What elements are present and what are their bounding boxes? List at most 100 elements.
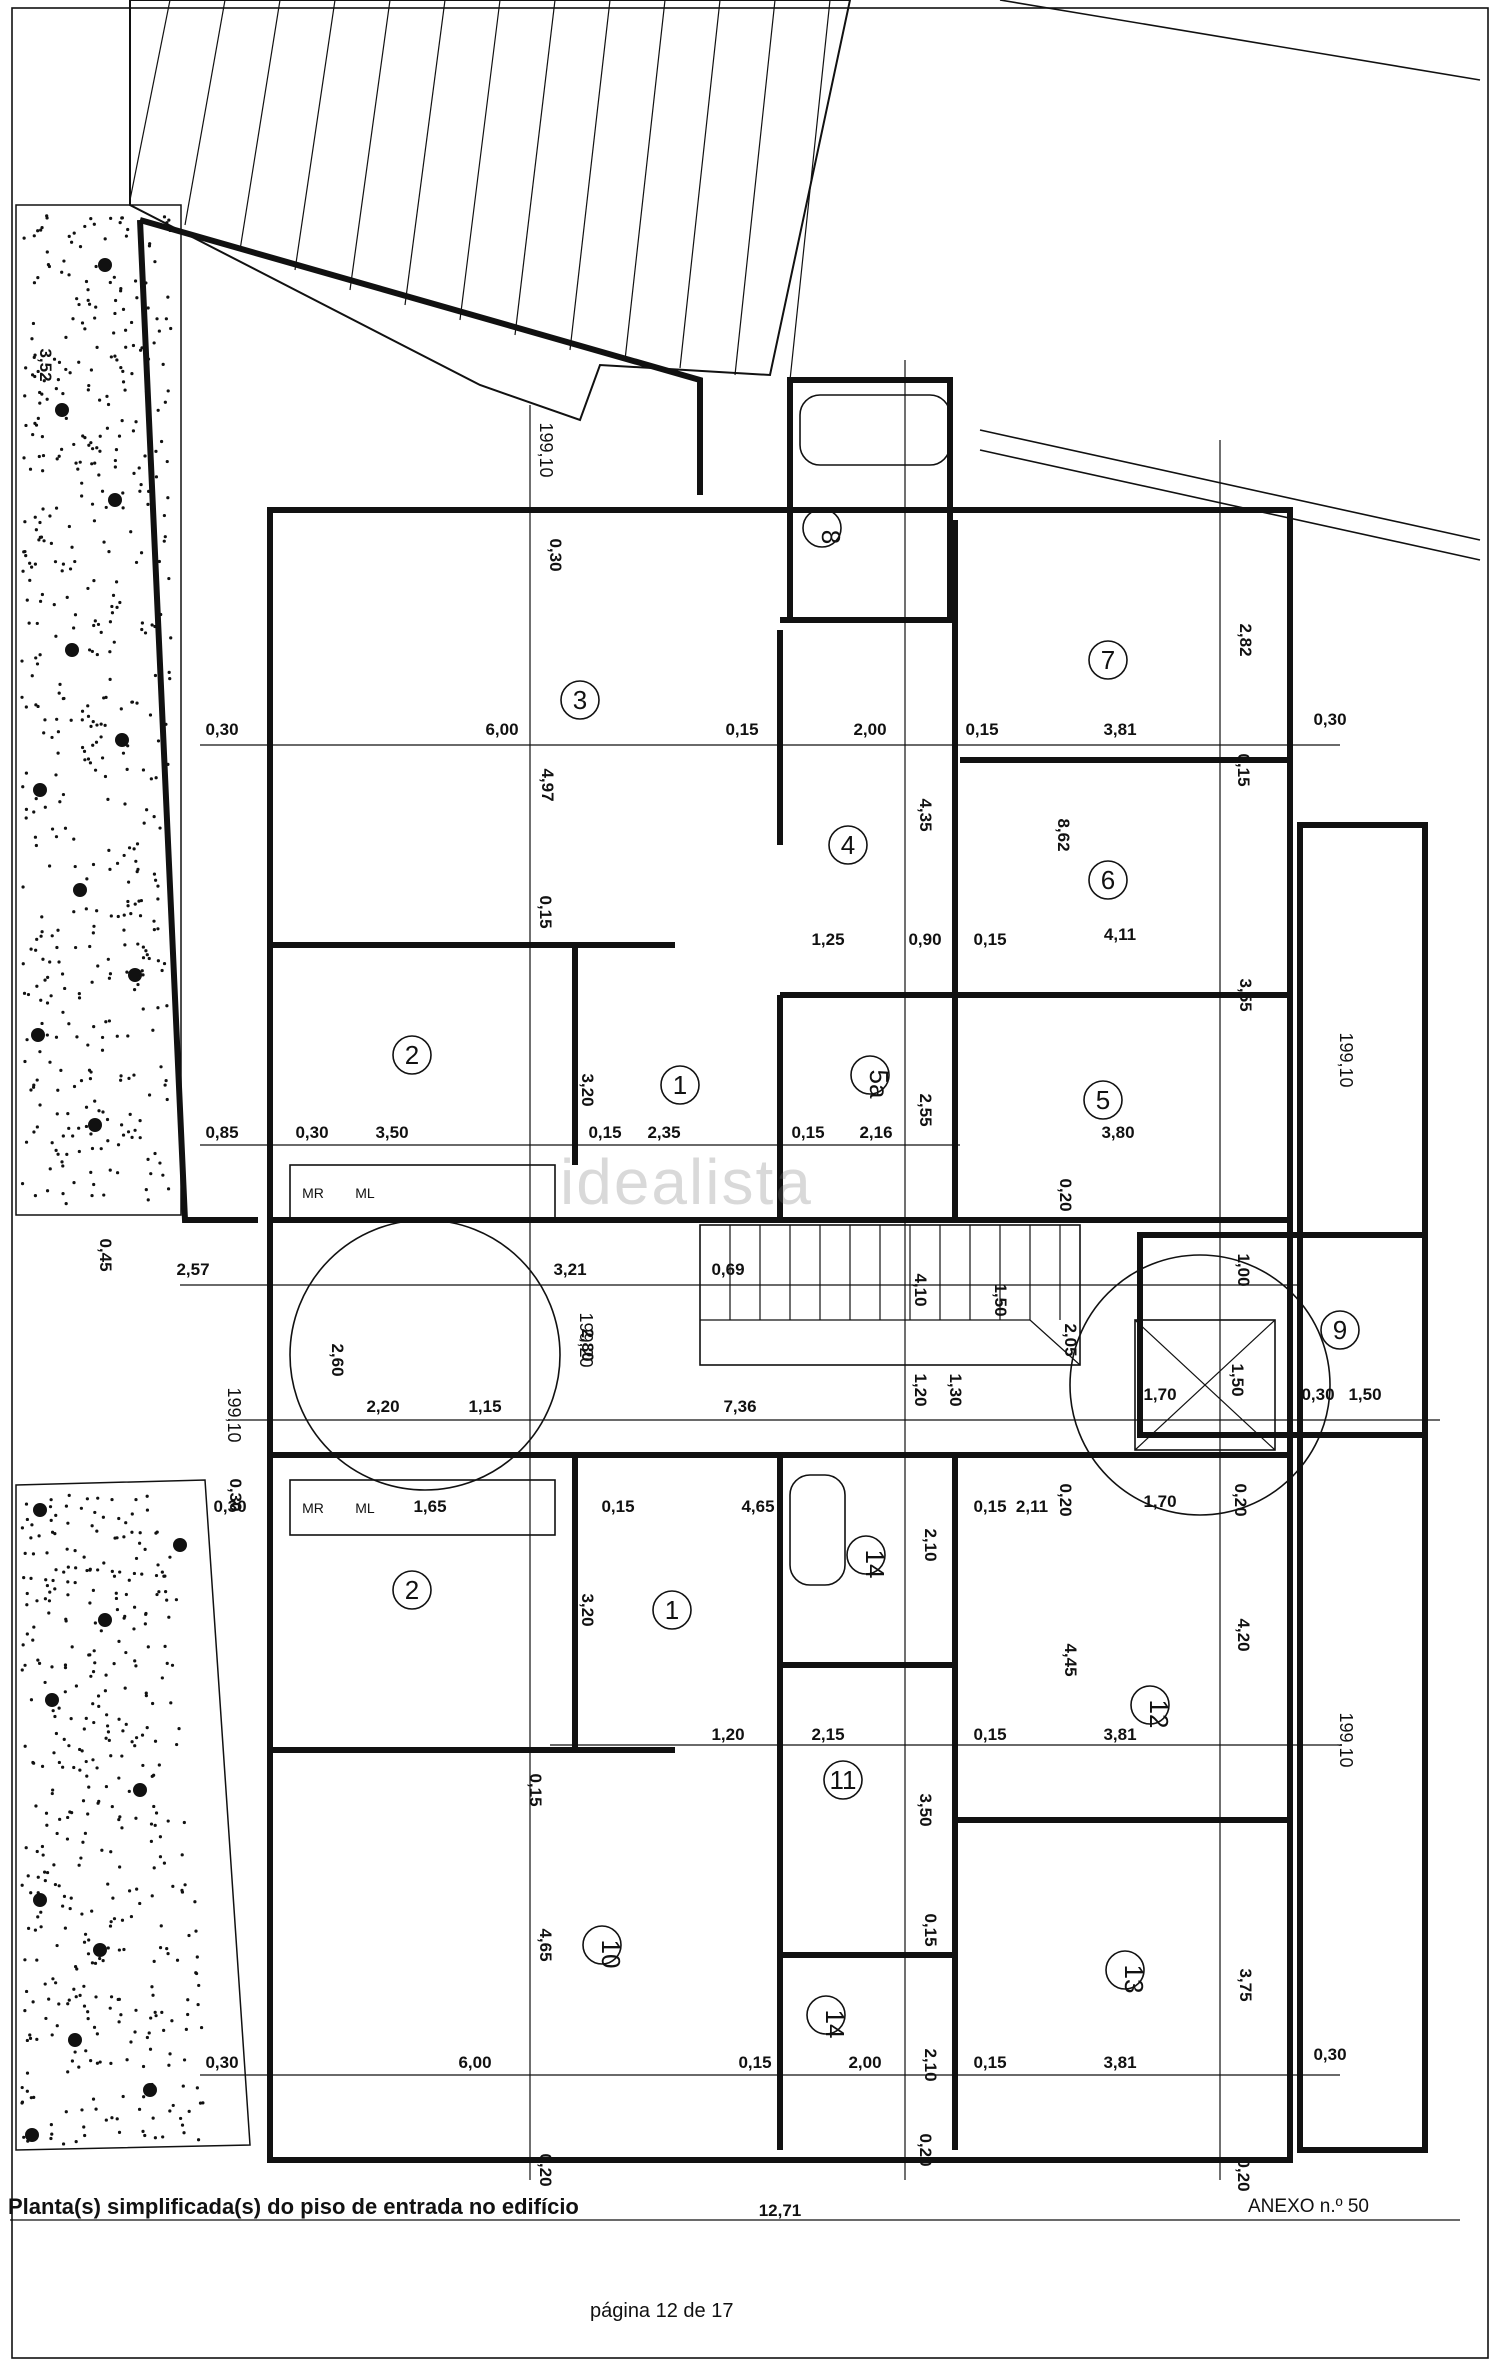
garden-dot	[133, 1659, 137, 1663]
garden-dot	[50, 1665, 54, 1669]
room-marker	[823, 1760, 863, 1800]
garden-dot	[52, 1751, 56, 1755]
garden-dot	[187, 1933, 191, 1938]
garden-dot	[109, 2061, 113, 2065]
room-marker	[560, 680, 600, 720]
dimension-value: 2,00	[853, 720, 886, 739]
dimension-value: 0,15	[921, 1913, 940, 1946]
garden-dot	[70, 1645, 74, 1649]
garden-dot	[81, 1799, 86, 1803]
garden-dot	[154, 878, 158, 882]
garden-dot	[23, 1744, 27, 1748]
garden-dot	[66, 1593, 70, 1597]
garden-dot	[156, 739, 161, 743]
dimension-value: 2,57	[176, 1260, 209, 1279]
garden-dot	[54, 1568, 58, 1572]
room-marker	[392, 1035, 432, 1075]
garden-dot	[134, 1664, 138, 1668]
garden-dot	[179, 2116, 183, 2121]
garden-dot	[72, 1765, 76, 1770]
garden-dot	[25, 1632, 29, 1636]
garden-dot	[151, 2116, 155, 2120]
dimension-value: 2,10	[921, 2048, 940, 2081]
garden-dot	[165, 1004, 169, 1008]
garden-dot	[93, 1961, 98, 1965]
garden-dot	[102, 696, 106, 700]
garden-dot	[92, 222, 96, 226]
garden-dot	[28, 2033, 32, 2037]
garden-dot	[35, 1849, 39, 1854]
garden-dot	[167, 670, 171, 674]
garden-dot	[105, 426, 110, 430]
garden-dot	[38, 401, 42, 405]
garden-dot	[24, 1140, 29, 1144]
garden-dot	[99, 735, 103, 739]
garden-dot	[94, 740, 99, 744]
garden-dot	[92, 1025, 96, 1029]
garden-dot	[87, 1938, 91, 1942]
garden-dot	[110, 1804, 114, 1809]
garden-dot	[23, 1663, 27, 1667]
garden-dot	[86, 388, 90, 392]
garden-dot	[55, 1831, 59, 1836]
garden-dot	[64, 2110, 68, 2114]
garden-dot	[170, 1663, 175, 1667]
garden-dot	[120, 1918, 125, 1922]
garden-dot	[34, 797, 38, 801]
garden-dot	[51, 1709, 55, 1713]
shrub-symbol	[173, 1538, 187, 1552]
garden-dot	[31, 1638, 35, 1642]
garden-dot	[49, 1498, 53, 1502]
garden-dot	[131, 343, 136, 348]
garden-dot	[47, 1611, 51, 1615]
garden-dot	[92, 924, 96, 928]
garden-dot	[144, 1611, 148, 1616]
garden-dot	[160, 2010, 164, 2014]
room-number: 3	[573, 685, 587, 715]
garden-dot	[74, 1995, 78, 1999]
room-number: 1	[665, 1595, 679, 1625]
garden-dot	[144, 1694, 148, 1698]
garden-dot	[109, 355, 113, 359]
garden-dot	[24, 816, 28, 820]
garden-dot	[116, 914, 120, 919]
garden-dot	[92, 1720, 96, 1725]
garden-dot	[89, 217, 93, 221]
garden-dot	[184, 2027, 188, 2031]
room-number: 2	[405, 1575, 419, 1605]
garden-dot	[53, 1587, 57, 1591]
garden-dot	[48, 1590, 52, 1594]
dimension-value: 2,10	[921, 1528, 940, 1561]
room-number: 5a	[864, 1070, 894, 1099]
dimension-value: 4,65	[536, 1928, 555, 1961]
garden-dot	[42, 731, 46, 735]
garden-dot	[112, 1662, 116, 1666]
garden-dot	[99, 1147, 103, 1151]
garden-dot	[124, 345, 128, 349]
garden-dot	[67, 1126, 71, 1130]
garden-dot	[35, 937, 39, 941]
garden-dot	[75, 1035, 79, 1039]
garden-dot	[65, 1152, 69, 1156]
garden-dot	[98, 449, 102, 453]
garden-dot	[104, 1784, 109, 1789]
garden-dot	[72, 1181, 76, 1185]
garden-dot	[149, 777, 153, 781]
dimension-value: 3,55	[1236, 978, 1255, 1011]
garden-dot	[96, 964, 100, 968]
fixture-label: ML	[355, 1500, 375, 1516]
garden-dot	[105, 394, 109, 398]
garden-dot	[117, 2130, 122, 2134]
garden-dot	[34, 948, 38, 952]
room-marker	[1105, 1950, 1145, 1990]
elevation-mark: 199,10	[224, 1387, 244, 1442]
garden-dot	[132, 847, 136, 851]
garden-dot	[65, 1837, 70, 1841]
garden-dot	[89, 724, 93, 729]
garden-dot	[29, 1088, 33, 1092]
garden-dot	[106, 1730, 111, 1734]
garden-dot	[73, 1964, 78, 1969]
garden-dot	[105, 1724, 110, 1728]
garden-dot	[129, 2040, 133, 2044]
dimension-value: 0,30	[546, 538, 565, 571]
